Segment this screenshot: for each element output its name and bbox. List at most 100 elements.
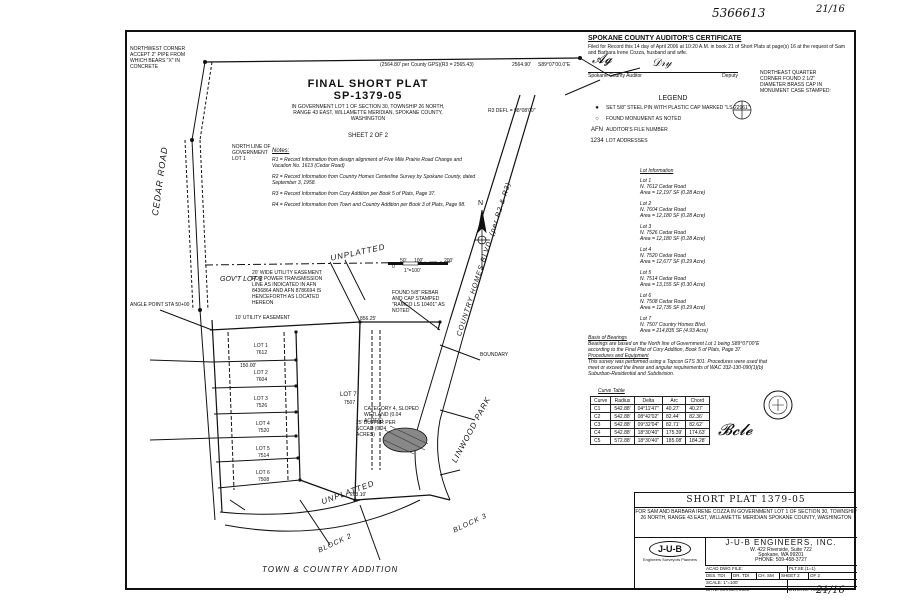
- basis-heading: Basis of Bearings: [588, 335, 627, 341]
- legend-row: 1234 LOT ADDRESSES: [588, 138, 758, 144]
- procedures-heading: Procedures and Equipment: [588, 353, 649, 359]
- scale-tick-50: 50': [400, 258, 407, 264]
- r3-deflection: R3 DEFL = 08°08'00": [488, 108, 536, 114]
- title-block: SHORT PLAT 1379-05 FOR SAM AND BARBARA I…: [634, 492, 857, 593]
- auditor-certificate: SPOKANE COUNTY AUDITOR'S CERTIFICATE Fil…: [588, 35, 853, 79]
- lot-dimension-856: 856.25': [360, 316, 377, 322]
- scale-tick-200: 200': [444, 258, 454, 264]
- northeast-corner-note: NORTHEAST QUARTER CORNER FOUND 2 1/2" DI…: [760, 70, 831, 94]
- firm-tagline: Engineers Surveyors Planners: [642, 557, 698, 562]
- curve-table-caption: Curve Table: [598, 388, 625, 394]
- note-item: R3 = Record Information from Cory Additi…: [272, 191, 436, 197]
- wetland-label: CATEGORY 4, SLOPED WETLAND (0.04 ACRES): [364, 406, 419, 424]
- lot-2-label: LOT 2: [254, 370, 268, 376]
- angle-point-note: ANGLE POINT STA 50+00: [130, 302, 190, 308]
- lot-1-address: 7612: [256, 350, 268, 356]
- lot-5-address: 7514: [258, 453, 270, 459]
- legend-text: SET 5/8" STEEL PIN WITH PLASTIC CAP MARK…: [606, 105, 750, 111]
- firm-address-1: W. 422 Riverside, Suite 722: [750, 547, 812, 553]
- utility-easement-note: 10' UTILITY EASEMENT: [235, 315, 291, 321]
- firm-info: J-U-B ENGINEERS, INC. W. 422 Riverside, …: [705, 537, 857, 566]
- legend-row: ● SET 5/8" STEEL PIN WITH PLASTIC CAP MA…: [588, 105, 758, 111]
- lot-4-label: LOT 4: [256, 421, 270, 427]
- legend-block: LEGEND ● SET 5/8" STEEL PIN WITH PLASTIC…: [588, 95, 758, 149]
- lot-7-label: LOT 7: [340, 392, 357, 398]
- lot-6-label: LOT 6: [256, 470, 270, 476]
- lot-3-label: LOT 3: [254, 396, 268, 402]
- legend-row: AFN AUDITOR'S FILE NUMBER: [588, 127, 758, 133]
- legend-row: ○ FOUND MONUMENT AS NOTED: [588, 116, 758, 122]
- auditor-text: Filed for Record this 14 day of April 20…: [588, 44, 846, 56]
- firm-logo-area: J-U-B Engineers Surveyors Planners: [635, 537, 706, 566]
- power-easement-note: 20' WIDE UTILITY EASEMENT FOR POWER TRAN…: [252, 270, 323, 306]
- firm-address-2: Spokane, WA 99201: [758, 552, 804, 558]
- lot-4-address: 7520: [258, 428, 270, 434]
- lot-dimension-150: 150.00': [240, 363, 257, 369]
- sheet-border: [125, 30, 856, 590]
- page-mark-top: 21/16: [816, 4, 845, 15]
- legend-heading: LEGEND: [658, 95, 688, 102]
- note-item: R1 = Record Information from design alig…: [272, 157, 462, 169]
- found-monument-symbol: ○: [595, 116, 599, 122]
- page-mark-bottom: 21/16: [816, 585, 845, 596]
- set-pin-symbol: ●: [595, 105, 599, 111]
- north-arrow-letter: N: [478, 200, 484, 207]
- town-country-label: TOWN & COUNTRY ADDITION: [262, 565, 399, 574]
- surveyor-seal: [763, 390, 793, 420]
- boundary-label: BOUNDARY: [480, 352, 509, 358]
- north-line-note: NORTH LINE OF GOVERNMENT LOT 1: [232, 144, 271, 162]
- legend-text: FOUND MONUMENT AS NOTED: [606, 116, 682, 122]
- procedures-text: This survey was performed using a Topcon…: [588, 359, 768, 377]
- auditor-heading: SPOKANE COUNTY AUDITOR'S CERTIFICATE: [588, 35, 742, 42]
- scale-tick-0: 0: [392, 264, 395, 270]
- notes-heading: Notes:: [272, 148, 290, 154]
- title-block-title: SHORT PLAT 1379-05: [635, 493, 857, 508]
- basis-text: Bearings are based on the North line of …: [588, 341, 760, 353]
- firm-phone: PHONE: 509-458-3727: [755, 557, 807, 563]
- lot-dimension-263: 263.10': [350, 492, 367, 498]
- lot-address-symbol: 1234: [590, 138, 604, 144]
- legend-text: AUDITOR'S FILE NUMBER: [606, 127, 668, 133]
- plat-title: FINAL SHORT PLAT: [307, 78, 429, 90]
- afn-symbol: AFN: [591, 127, 603, 133]
- lot-3-address: 7526: [256, 403, 268, 409]
- surveyor-signature: 𝓑𝓬𝓵𝓮: [718, 420, 753, 439]
- buffer-label: 25' BUFFER PER SCCAD (0.24 ACRES): [356, 420, 396, 438]
- scale-tick-100: 100': [414, 258, 424, 264]
- scale-text: 1"=100': [404, 268, 421, 274]
- top-dimension-2: 2564.90': [512, 62, 532, 68]
- notes-block: Notes: R1 = Record Information from desi…: [272, 148, 477, 213]
- deputy-signature: 𝒟𝓇𝓎: [652, 56, 672, 69]
- top-dimension-1: (2564.80' per County GPS)(R3 = 2565.43): [380, 62, 474, 68]
- sheet-number: SHEET 2 OF 2: [348, 133, 388, 139]
- note-item: R2 = Record Information from Country Hom…: [272, 174, 476, 186]
- lot-5-label: LOT 5: [256, 446, 270, 452]
- plat-description: IN GOVERNMENT LOT 1 OF SECTION 30, TOWNS…: [291, 104, 445, 122]
- lot-7-address: 7507: [344, 400, 356, 406]
- auditor-signature: 𝓐𝓰: [592, 52, 613, 67]
- deputy-label: Deputy: [722, 73, 738, 79]
- auditor-label: Spokane County Auditor: [588, 73, 642, 79]
- northwest-corner-note: NORTHWEST CORNER ACCEPT 2" PIPE FROM WHI…: [130, 46, 186, 70]
- plat-number: SP-1379-05: [333, 90, 403, 102]
- legend-text: LOT ADDRESSES: [606, 138, 648, 144]
- top-bearing: S89°07'00.0"E: [538, 62, 571, 68]
- document-number: 5366613: [712, 6, 766, 20]
- lot-2-address: 7604: [256, 377, 268, 383]
